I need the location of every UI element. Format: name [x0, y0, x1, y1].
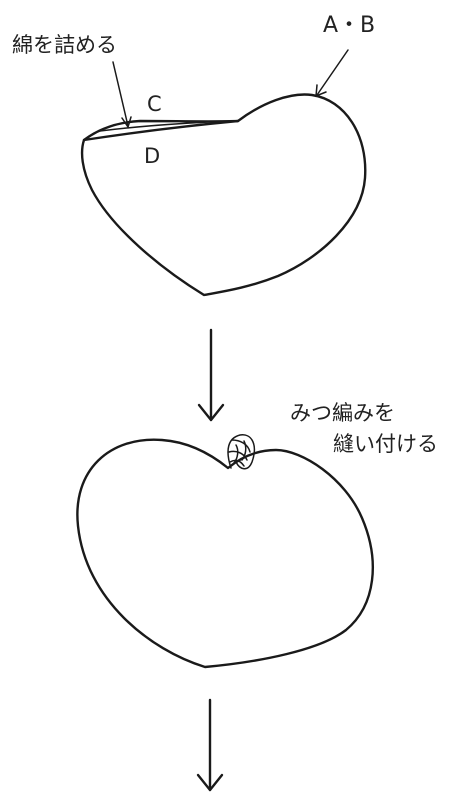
step2-heart-group [76, 434, 374, 669]
a-b-pointer [316, 49, 349, 96]
label-a-b: A・B [323, 13, 375, 38]
step2-heart-outline [76, 438, 374, 669]
step1-heart-group [80, 93, 367, 297]
down-arrow-1 [197, 328, 225, 422]
stuff-cotton-pointer-head [121, 116, 132, 129]
stuff-cotton-pointer [112, 61, 129, 127]
step1-heart-outline [80, 93, 367, 297]
step1-opening-upper-edge [99, 120, 239, 132]
step1-opening-lower-edge [82, 119, 240, 142]
label-d: D [144, 144, 160, 168]
label-stuff-cotton: 綿を詰める [12, 33, 117, 57]
braid-loop [227, 434, 256, 470]
down-arrow-2 [196, 698, 224, 792]
label-braid-line1: みつ編みを [290, 401, 395, 425]
a-b-pointer-head [315, 84, 327, 98]
label-braid-line2: 縫い付ける [333, 432, 438, 456]
label-c: C [147, 92, 162, 116]
